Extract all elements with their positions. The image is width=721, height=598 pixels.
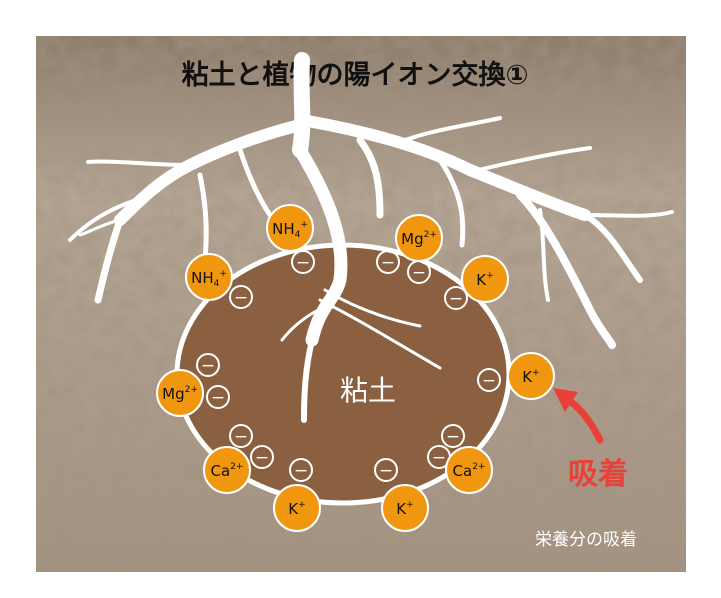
negative-charge: − bbox=[291, 250, 315, 274]
svg-text:−: − bbox=[482, 371, 496, 391]
svg-text:−: − bbox=[432, 448, 446, 468]
plant-roots bbox=[68, 52, 674, 423]
negative-charge: − bbox=[229, 285, 253, 309]
negative-charge: − bbox=[477, 368, 501, 392]
svg-text:−: − bbox=[446, 427, 460, 447]
negative-charge: − bbox=[229, 424, 253, 448]
cation-k: K+ bbox=[381, 484, 429, 532]
negative-charge: − bbox=[441, 424, 465, 448]
negative-charge: − bbox=[376, 250, 400, 274]
cation-nh: NH4+ bbox=[266, 204, 314, 252]
svg-text:−: − bbox=[211, 388, 225, 408]
svg-text:−: − bbox=[234, 288, 248, 308]
svg-text:−: − bbox=[234, 427, 248, 447]
svg-text:−: − bbox=[381, 253, 395, 273]
svg-text:−: − bbox=[412, 263, 426, 283]
negative-charge: − bbox=[196, 353, 220, 377]
svg-text:−: − bbox=[201, 356, 215, 376]
page-title: 粘土と植物の陽イオン交換① bbox=[182, 59, 529, 91]
cation-nh: NH4+ bbox=[185, 253, 233, 301]
negative-charge: − bbox=[250, 445, 274, 469]
cation-k: K+ bbox=[507, 352, 555, 400]
negative-charge: − bbox=[206, 385, 230, 409]
svg-text:−: − bbox=[296, 253, 310, 273]
caption: 栄養分の吸着 bbox=[535, 530, 637, 550]
adsorption-label: 吸着 bbox=[568, 457, 628, 492]
cation-ca: Ca2+ bbox=[445, 446, 493, 494]
negative-charge: − bbox=[444, 286, 468, 310]
negative-charge: − bbox=[374, 458, 398, 482]
adsorption-arrow bbox=[553, 388, 604, 444]
svg-text:−: − bbox=[294, 461, 308, 481]
negative-charge: − bbox=[289, 458, 313, 482]
cation-ca: Ca2+ bbox=[203, 446, 251, 494]
cation-k: K+ bbox=[461, 255, 509, 303]
cation-mg: Mg2+ bbox=[156, 369, 204, 417]
svg-text:−: − bbox=[379, 461, 393, 481]
svg-text:−: − bbox=[255, 448, 269, 468]
clay-label: 粘土 bbox=[340, 374, 396, 407]
cation-layer: NH4+ Mg2+ K+ NH4+ K+ Mg2+ Ca2+ Ca2+ K+ K+ bbox=[156, 204, 555, 532]
svg-text:−: − bbox=[449, 289, 463, 309]
cation-k: K+ bbox=[273, 484, 321, 532]
cation-mg: Mg2+ bbox=[395, 214, 443, 262]
